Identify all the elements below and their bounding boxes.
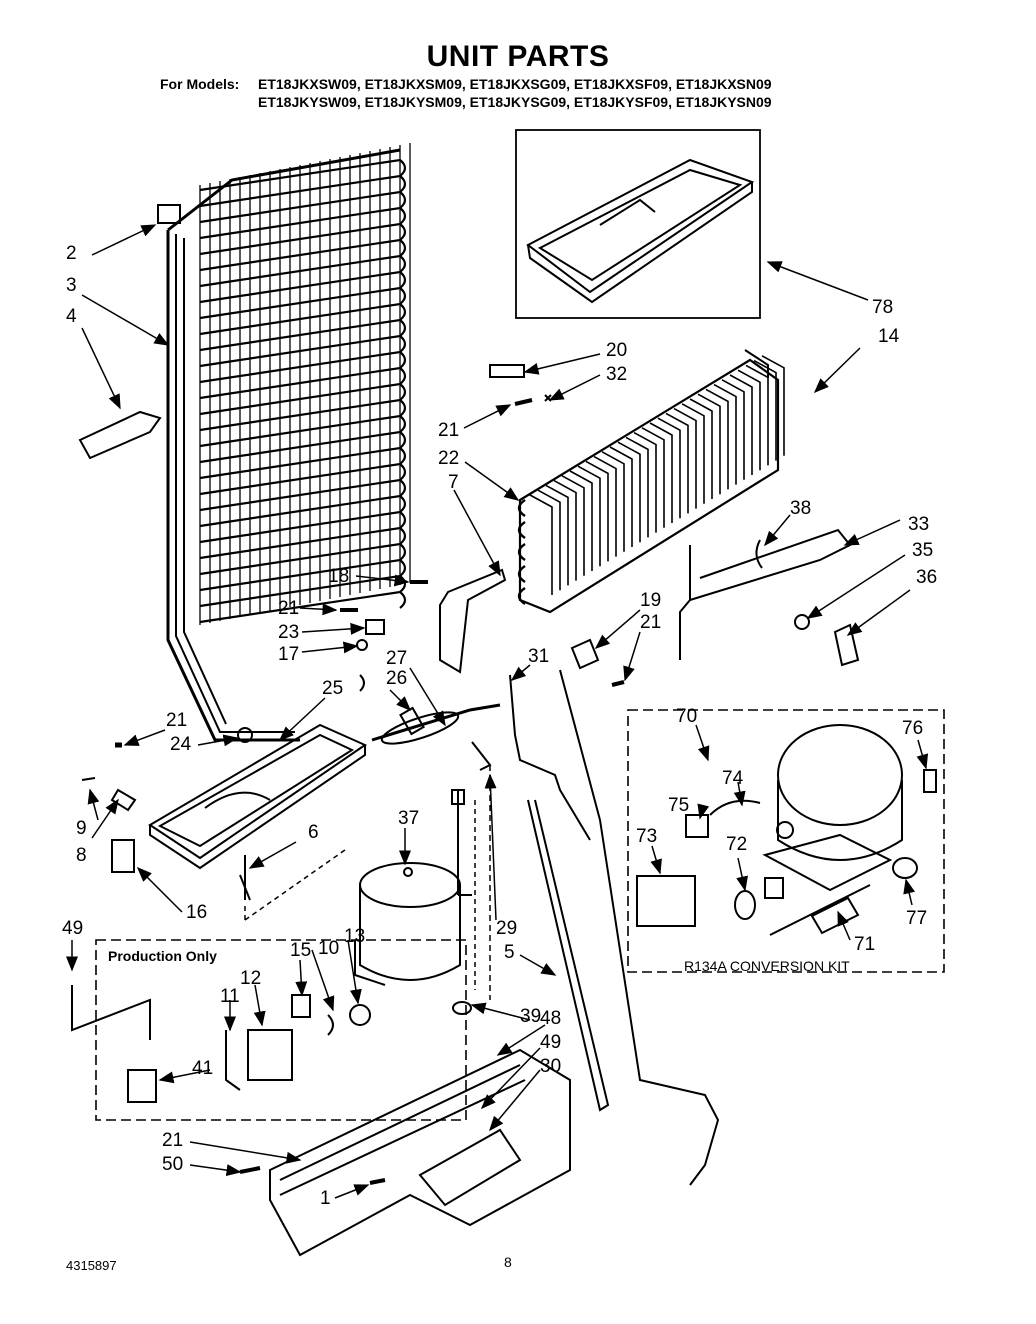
callout-30: 30 (540, 1056, 562, 1077)
production-only-label: Production Only (108, 948, 217, 964)
callout-26: 26 (386, 668, 408, 689)
callout-6: 6 (308, 822, 319, 843)
page-number: 8 (504, 1254, 512, 1270)
compressor (354, 862, 461, 986)
callout-12: 12 (240, 968, 262, 989)
callout-22: 22 (438, 448, 460, 469)
callout-24: 24 (170, 734, 192, 755)
defrost-heater (679, 528, 852, 660)
page-title: UNIT PARTS (426, 40, 610, 73)
condenser-coil (166, 143, 411, 742)
models-line-2: ET18JKYSW09, ET18JKYSM09, ET18JKYSG09, E… (258, 94, 772, 110)
callout-17: 17 (278, 644, 300, 665)
callout-7: 7 (448, 472, 459, 493)
callout-38: 38 (790, 498, 812, 519)
callout-8: 8 (76, 845, 87, 866)
callout-23: 23 (278, 622, 300, 643)
callout-10: 10 (318, 938, 340, 959)
callout-1: 1 (320, 1188, 331, 1209)
conversion-kit-label: R134A CONVERSION KIT (684, 958, 850, 974)
models-prefix: For Models: (160, 76, 240, 92)
models-line-1: ET18JKXSW09, ET18JKXSM09, ET18JKXSG09, E… (258, 76, 772, 92)
callout-35: 35 (912, 540, 934, 561)
bracket-part (78, 410, 162, 460)
part-16 (111, 839, 135, 873)
callout-15: 15 (290, 940, 312, 961)
callout-74: 74 (722, 768, 744, 789)
callout-36: 36 (916, 567, 938, 588)
callout-20: 20 (606, 340, 628, 361)
callout-25: 25 (322, 678, 344, 699)
callout-5: 5 (504, 942, 515, 963)
conversion-kit-frame (627, 709, 945, 973)
kit-compressor (762, 724, 903, 892)
callout-50: 50 (162, 1154, 184, 1175)
callout-4: 4 (66, 306, 77, 327)
callout-37: 37 (398, 808, 420, 829)
callout-39: 39 (520, 1006, 542, 1027)
evaporator-coil (517, 349, 785, 614)
defrost-tray (526, 158, 755, 304)
callout-41: 41 (192, 1058, 214, 1079)
callout-71: 71 (854, 934, 876, 955)
callout-72: 72 (726, 834, 748, 855)
drain-pan (148, 723, 368, 901)
callout-27: 27 (386, 648, 408, 669)
production-only-frame (95, 939, 467, 1121)
callout-21: 21 (166, 710, 188, 731)
callout-75: 75 (668, 795, 690, 816)
callout-29: 29 (496, 918, 518, 939)
callout-21: 21 (438, 420, 460, 441)
callout-21: 21 (162, 1130, 184, 1151)
callout-16: 16 (186, 902, 208, 923)
callout-73: 73 (636, 826, 658, 847)
callout-49: 49 (540, 1032, 562, 1053)
part-20 (489, 364, 525, 378)
callout-33: 33 (908, 514, 930, 535)
callout-11: 11 (220, 986, 240, 1007)
callout-2: 2 (66, 243, 77, 264)
callout-13: 13 (344, 926, 366, 947)
callout-48: 48 (540, 1008, 562, 1029)
callout-18: 18 (328, 566, 350, 587)
callout-31: 31 (528, 646, 550, 667)
document-number: 4315897 (66, 1258, 117, 1273)
clip-part (157, 204, 181, 224)
callout-9: 9 (76, 818, 87, 839)
evaporator-bracket (439, 568, 507, 674)
callout-3: 3 (66, 275, 77, 296)
callout-49: 49 (62, 918, 84, 939)
callout-21: 21 (278, 598, 300, 619)
callout-77: 77 (906, 908, 928, 929)
callout-19: 19 (640, 590, 662, 611)
callout-32: 32 (606, 364, 628, 385)
callout-70: 70 (676, 706, 698, 727)
callout-76: 76 (902, 718, 924, 739)
callout-14: 14 (878, 326, 900, 347)
callout-21: 21 (640, 612, 662, 633)
kit-part-73 (636, 875, 696, 927)
tray-detail-frame (515, 129, 761, 319)
callout-78: 78 (872, 297, 894, 318)
